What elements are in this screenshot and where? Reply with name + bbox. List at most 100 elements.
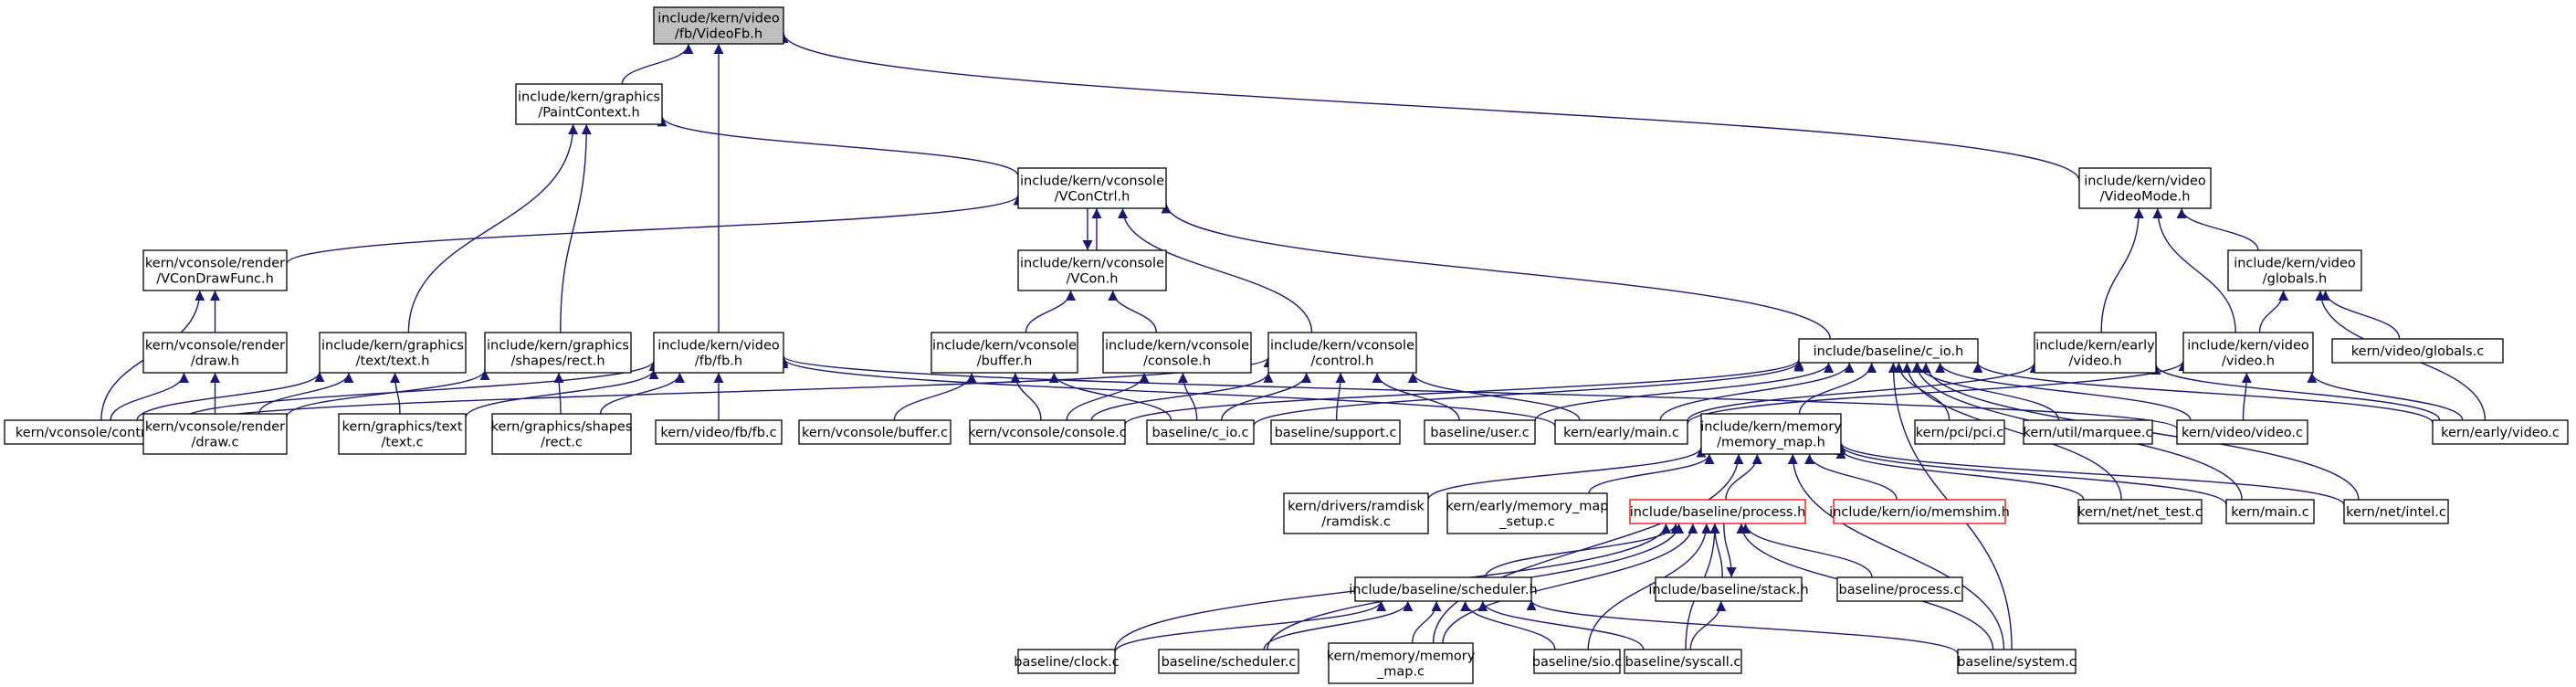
node-fbh[interactable]: include/kern/video/fb/fb.h bbox=[653, 332, 784, 374]
edge-userc-to-cioh bbox=[1534, 362, 1835, 422]
node-sioc[interactable]: baseline/sio.c bbox=[1532, 649, 1622, 674]
node-systemc[interactable]: baseline/system.c bbox=[1957, 649, 2077, 674]
edge-controlc-to-texth bbox=[136, 371, 325, 421]
node-supportc[interactable]: baseline/support.c bbox=[1270, 419, 1401, 445]
edge-controlc-to-renderdraw bbox=[110, 372, 189, 421]
node-memshimh[interactable]: include/kern/io/memshim.h bbox=[1829, 499, 2010, 524]
node-processc[interactable]: baseline/process.c bbox=[1836, 576, 1963, 602]
node-globalsc[interactable]: kern/video/globals.c bbox=[2331, 338, 2504, 364]
node-mainc[interactable]: kern/main.c bbox=[2225, 499, 2315, 524]
node-earlyvideoc[interactable]: kern/early/video.c bbox=[2432, 419, 2569, 445]
node-recth[interactable]: include/kern/graphics/shapes/rect.h bbox=[484, 332, 632, 374]
node-syscallc[interactable]: baseline/syscall.c bbox=[1624, 649, 1742, 674]
node-box bbox=[142, 249, 288, 291]
node-label: include/kern/vconsole bbox=[1020, 257, 1164, 271]
node-fbc[interactable]: kern/video/fb/fb.c bbox=[655, 419, 783, 445]
node-box bbox=[1283, 492, 1429, 534]
node-label: kern/graphics/shapes bbox=[491, 420, 633, 435]
node-vcondrawfunc[interactable]: kern/vconsole/render/VConDrawFunc.h bbox=[142, 249, 288, 291]
node-box bbox=[2182, 332, 2314, 374]
edge-cioh-to-vconctrl bbox=[1161, 203, 1832, 340]
node-videofb[interactable]: include/kern/video/fb/VideoFb.h bbox=[653, 6, 784, 45]
node-intelc[interactable]: kern/net/intel.c bbox=[2343, 499, 2449, 524]
node-label: /buffer.h bbox=[977, 354, 1033, 369]
edge-videomode-to-videofb bbox=[778, 33, 2080, 181]
node-label: baseline/clock.c bbox=[1014, 655, 1119, 670]
node-cioc[interactable]: baseline/c_io.c bbox=[1146, 419, 1255, 445]
edge-recth-to-paintctx bbox=[560, 123, 592, 333]
node-schedulerh[interactable]: include/baseline/scheduler.h bbox=[1349, 576, 1538, 602]
edge-bufferc-to-bufferh bbox=[893, 372, 977, 421]
node-box bbox=[1146, 419, 1255, 445]
node-earlyvideoh[interactable]: include/kern/early/video.h bbox=[2034, 332, 2157, 374]
node-texth[interactable]: include/kern/graphics/text/text.h bbox=[319, 332, 467, 374]
node-videoglobals[interactable]: include/kern/video/globals.h bbox=[2227, 249, 2362, 291]
node-rectc[interactable]: kern/graphics/shapes/rect.c bbox=[491, 413, 633, 455]
node-consoleh[interactable]: include/kern/vconsole/console.h bbox=[1102, 332, 1252, 374]
node-controlh[interactable]: include/kern/vconsole/control.h bbox=[1267, 332, 1417, 374]
node-nettestc[interactable]: kern/net/net_test.c bbox=[2077, 499, 2203, 524]
edge-globalsc-to-videoglobals bbox=[2320, 290, 2401, 340]
node-box bbox=[1833, 499, 2006, 524]
node-earlymainc[interactable]: kern/early/main.c bbox=[1554, 419, 1688, 445]
edge-earlymainc-to-fbh bbox=[778, 357, 1556, 427]
node-box bbox=[1424, 419, 1536, 445]
node-box bbox=[2227, 249, 2362, 291]
node-processh[interactable]: include/baseline/process.h bbox=[1629, 499, 1806, 524]
edge-bufferh-to-vcon bbox=[1025, 290, 1077, 333]
node-box bbox=[1914, 419, 2005, 445]
node-videomode[interactable]: include/kern/video/VideoMode.h bbox=[2078, 167, 2212, 209]
node-clockc[interactable]: baseline/clock.c bbox=[1014, 649, 1120, 674]
node-box bbox=[1629, 499, 1806, 524]
node-box bbox=[1798, 338, 1979, 364]
node-label: kern/vconsole/render bbox=[145, 257, 285, 271]
edge-schedulerc-to-schedulerh bbox=[1263, 600, 1414, 650]
node-memmapsetupc[interactable]: kern/early/memory_map_setup.c bbox=[1446, 492, 1609, 534]
node-box bbox=[338, 413, 467, 455]
node-paintctx[interactable]: include/kern/graphics/PaintContext.h bbox=[515, 83, 663, 125]
node-bufferc[interactable]: kern/vconsole/buffer.c bbox=[798, 419, 952, 445]
node-label: /ramdisk.c bbox=[1321, 515, 1391, 530]
node-label: /video.h bbox=[2068, 354, 2121, 369]
node-box bbox=[1017, 249, 1167, 291]
edge-processh-to-stackh bbox=[1723, 523, 1737, 578]
node-userc[interactable]: baseline/user.c bbox=[1424, 419, 1536, 445]
node-label: _map.c bbox=[1376, 665, 1425, 680]
node-textc[interactable]: kern/graphics/text/text.c bbox=[338, 413, 467, 455]
node-stackh[interactable]: include/baseline/stack.h bbox=[1648, 576, 1809, 602]
node-vcon[interactable]: include/kern/vconsole/VCon.h bbox=[1017, 249, 1167, 291]
node-box bbox=[491, 413, 632, 455]
node-videoh[interactable]: include/kern/video/video.h bbox=[2182, 332, 2314, 374]
node-label: /shapes/rect.h bbox=[510, 354, 605, 369]
node-bufferh[interactable]: include/kern/vconsole/buffer.h bbox=[931, 332, 1078, 374]
node-marqueec[interactable]: kern/util/marquee.c bbox=[2023, 419, 2153, 445]
node-drawc[interactable]: kern/vconsole/render/draw.c bbox=[142, 413, 288, 455]
node-label: include/kern/memory bbox=[1700, 420, 1842, 435]
node-box bbox=[1624, 649, 1742, 674]
edge-controlh-to-vconctrl bbox=[1118, 207, 1313, 333]
node-pcic[interactable]: kern/pci/pci.c bbox=[1914, 419, 2005, 445]
node-schedulerc[interactable]: baseline/scheduler.c bbox=[1158, 649, 1299, 674]
node-label: /rect.c bbox=[541, 436, 583, 450]
node-box bbox=[1354, 576, 1532, 602]
node-vconctrl[interactable]: include/kern/vconsole/VConCtrl.h bbox=[1017, 167, 1167, 209]
node-ramdiskc[interactable]: kern/drivers/ramdisk/ramdisk.c bbox=[1283, 492, 1429, 534]
node-label: kern/net/intel.c bbox=[2346, 505, 2446, 520]
node-label: include/kern/vconsole bbox=[1105, 339, 1249, 354]
node-memmapc[interactable]: kern/memory/memory_map.c bbox=[1327, 642, 1476, 684]
node-label: include/baseline/scheduler.h bbox=[1349, 583, 1537, 597]
node-consolec[interactable]: kern/vconsole/console.c bbox=[968, 419, 1127, 445]
node-videoc[interactable]: kern/video/video.c bbox=[2176, 419, 2308, 445]
node-box bbox=[2034, 332, 2157, 374]
edge-earlyvideoc-to-cioh bbox=[1972, 362, 2434, 424]
edge-rectc-to-fbh bbox=[599, 372, 685, 415]
node-box bbox=[142, 413, 288, 455]
edge-memmapc-to-memmaph bbox=[1432, 453, 1744, 644]
node-box bbox=[2331, 338, 2504, 364]
node-label: baseline/system.c bbox=[1957, 655, 2077, 670]
node-cioh[interactable]: include/baseline/c_io.h bbox=[1798, 338, 1979, 364]
edge-cioc-to-cioh bbox=[1253, 361, 1804, 427]
node-label: baseline/c_io.c bbox=[1151, 426, 1248, 440]
node-renderdraw[interactable]: kern/vconsole/render/draw.h bbox=[142, 332, 288, 374]
node-memmaph[interactable]: include/kern/memory/memory_map.h bbox=[1700, 413, 1842, 455]
